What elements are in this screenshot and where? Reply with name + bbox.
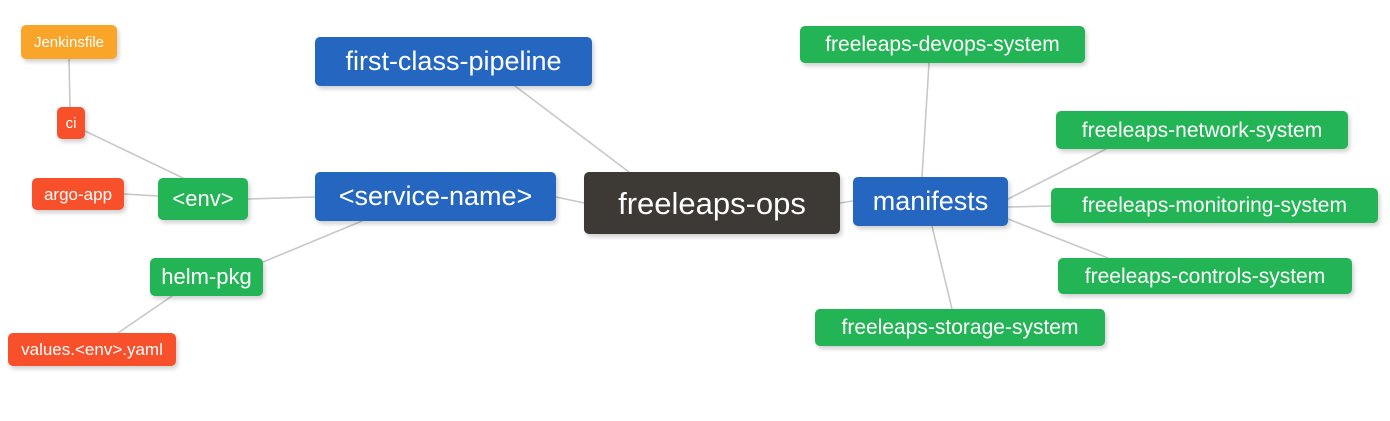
node-argo-app[interactable]: argo-app (32, 178, 124, 210)
node-label-helm-pkg: helm-pkg (161, 264, 252, 289)
node-label-env: <env> (172, 186, 234, 211)
node-label-freeleaps-network-system: freeleaps-network-system (1081, 118, 1323, 142)
edge-manifests-to-freeleaps-storage-system (931, 225, 953, 310)
node-label-service-name: <service-name> (338, 181, 533, 211)
node-label-first-class-pipeline: first-class-pipeline (345, 46, 562, 76)
node-label-argo-app: argo-app (43, 184, 113, 204)
node-freeleaps-ops[interactable]: freeleaps-ops (584, 172, 840, 234)
node-freeleaps-network-system[interactable]: freeleaps-network-system (1056, 111, 1348, 149)
node-label-values-env-yaml: values.<env>.yaml (21, 340, 163, 359)
node-label-freeleaps-monitoring-system: freeleaps-monitoring-system (1082, 194, 1347, 217)
node-values-env-yaml[interactable]: values.<env>.yaml (8, 333, 176, 366)
node-first-class-pipeline[interactable]: first-class-pipeline (315, 37, 592, 86)
node-freeleaps-devops-system[interactable]: freeleaps-devops-system (800, 26, 1085, 63)
node-manifests[interactable]: manifests (853, 177, 1008, 226)
edge-freeleaps-ops-to-manifests (839, 200, 854, 204)
node-freeleaps-controls-system[interactable]: freeleaps-controls-system (1058, 258, 1352, 294)
node-helm-pkg[interactable]: helm-pkg (150, 258, 263, 296)
node-service-name[interactable]: <service-name> (315, 172, 556, 221)
edge-service-name-to-env (247, 196, 316, 200)
node-ci[interactable]: ci (57, 107, 85, 139)
edge-helm-pkg-to-values-env-yaml (117, 295, 173, 334)
edge-manifests-to-freeleaps-devops-system (921, 62, 930, 178)
node-label-freeleaps-ops: freeleaps-ops (618, 185, 806, 221)
edge-freeleaps-ops-to-service-name (555, 196, 585, 204)
node-freeleaps-monitoring-system[interactable]: freeleaps-monitoring-system (1051, 188, 1378, 223)
edge-service-name-to-helm-pkg (262, 220, 363, 263)
edge-freeleaps-ops-to-first-class-pipeline (514, 85, 630, 173)
edge-env-to-ci (84, 130, 184, 179)
node-label-freeleaps-storage-system: freeleaps-storage-system (841, 316, 1079, 339)
node-label-freeleaps-controls-system: freeleaps-controls-system (1084, 264, 1326, 288)
edge-ci-to-jenkinsfile (68, 58, 71, 108)
edge-manifests-to-freeleaps-monitoring-system (1007, 205, 1052, 208)
node-env[interactable]: <env> (158, 178, 248, 220)
node-jenkinsfile[interactable]: Jenkinsfile (21, 25, 117, 59)
node-freeleaps-storage-system[interactable]: freeleaps-storage-system (815, 309, 1105, 346)
node-label-manifests: manifests (872, 186, 989, 216)
node-label-freeleaps-devops-system: freeleaps-devops-system (825, 33, 1060, 56)
edge-env-to-argo-app (123, 193, 159, 197)
edge-manifests-to-freeleaps-controls-system (1007, 218, 1109, 259)
node-label-ci: ci (65, 114, 77, 132)
node-label-jenkinsfile: Jenkinsfile (33, 33, 105, 51)
